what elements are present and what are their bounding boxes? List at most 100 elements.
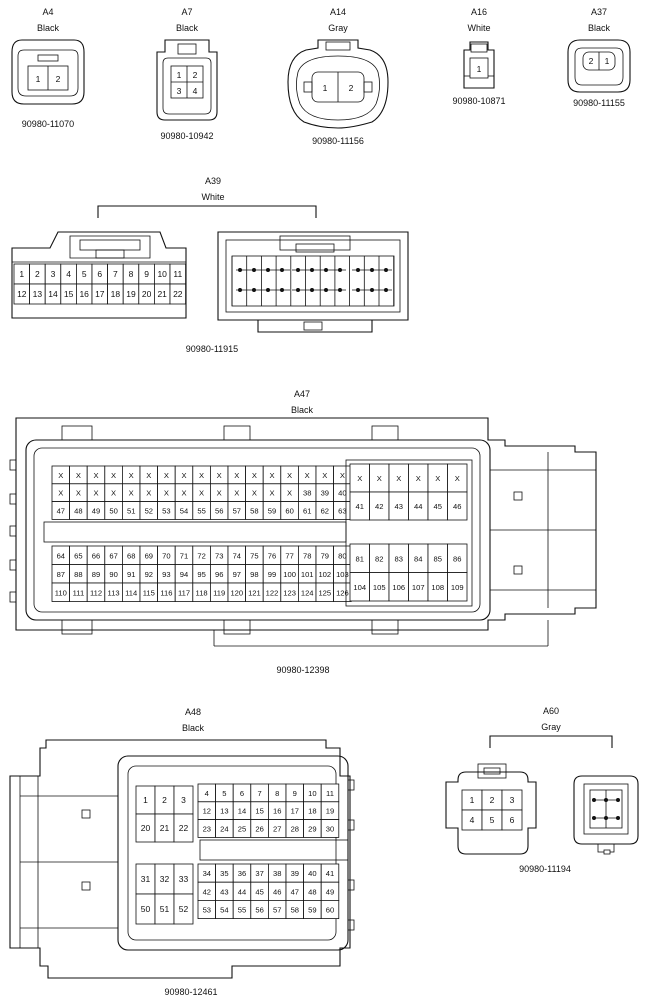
a7-housing	[156, 39, 218, 121]
a4-id: A4	[42, 7, 53, 17]
a39-bracket	[97, 205, 317, 218]
a48-pin-label: 46	[273, 887, 281, 896]
a47-pin-label: 51	[127, 507, 135, 516]
a47-pin-label: 92	[145, 570, 153, 579]
a14-part: 90980-11156	[312, 136, 364, 146]
a7-pin: 4	[193, 86, 198, 96]
a47-pin-label: X	[76, 471, 81, 480]
a48-pin-label: 34	[203, 869, 211, 878]
a48-pin-label: 5	[222, 789, 226, 798]
a39-pin-label: 2	[35, 269, 40, 279]
a60-terminal-grid	[589, 789, 623, 829]
a47-pin-label: 87	[57, 570, 65, 579]
a48-pin-label: 36	[238, 869, 246, 878]
a39-part: 90980-11915	[186, 344, 238, 354]
a47-pin-label: 53	[162, 507, 170, 516]
a39-pin-label: 1	[19, 269, 24, 279]
a39-cell	[169, 283, 187, 305]
a47-pin-label: 105	[373, 583, 386, 592]
a39-pin-label: 13	[33, 289, 43, 299]
a47-pin-label: 52	[145, 507, 153, 516]
a39-id: A39	[205, 176, 221, 186]
a16-latch	[470, 43, 488, 53]
a39-pin-label: 22	[173, 289, 183, 299]
a48-pin-label: 51	[160, 904, 170, 914]
a60-color: Gray	[541, 722, 561, 732]
a48-pin-label: 29	[308, 825, 316, 834]
a47-pin-label: 123	[283, 588, 296, 597]
a39-terminal	[238, 268, 242, 272]
a47-pin-label: X	[269, 471, 274, 480]
a47-pin-label: 56	[215, 507, 223, 516]
a48-pin-label: 19	[326, 807, 334, 816]
a48-pin-label: 27	[273, 825, 281, 834]
a37-id: A37	[591, 7, 607, 17]
a48-cell	[173, 813, 194, 843]
a48-pin-label: 49	[326, 887, 334, 896]
a39-terminal	[338, 288, 342, 292]
a60-right-housing	[573, 775, 639, 845]
connector-a16: A16 White 1 90980-10871	[452, 7, 505, 106]
a47-pin-label: 119	[213, 588, 225, 597]
a47-pin-label: 62	[321, 507, 329, 516]
a48-pin-label: 28	[291, 825, 299, 834]
a14-housing	[287, 39, 389, 129]
a39-pin-label: 10	[157, 269, 167, 279]
a47-outer-housing	[15, 417, 597, 631]
a7-pin: 2	[193, 70, 198, 80]
a47-pin-label: X	[357, 474, 362, 483]
a47-pin-label: X	[93, 489, 98, 498]
a48-pin-label: 37	[255, 869, 263, 878]
a39-terminal	[356, 268, 360, 272]
a4-inner	[17, 49, 79, 97]
a47-pin-label: X	[340, 471, 345, 480]
a48-pin-label: 17	[291, 807, 299, 816]
a48-pin-label: 14	[238, 807, 246, 816]
a47-pin-label: X	[93, 471, 98, 480]
a60-pin-label: 1	[470, 795, 475, 805]
a7-pin: 3	[177, 86, 182, 96]
a47-pin-label: 112	[90, 588, 102, 597]
a60-pin-label: 6	[510, 815, 515, 825]
a48-pin-label: 30	[326, 825, 334, 834]
a7-pin: 1	[177, 70, 182, 80]
a14-color: Gray	[328, 23, 348, 33]
a39-terminal	[384, 268, 388, 272]
a47-pin-label: 88	[74, 570, 82, 579]
a47-pin-label: 103	[336, 570, 349, 579]
a7-inner	[162, 57, 212, 115]
a39-terminal	[280, 268, 284, 272]
a37-part: 90980-11155	[573, 98, 625, 108]
a39-terminal-grid	[231, 256, 395, 306]
a47-pin-label: 125	[318, 588, 331, 597]
a48-pin-label: 53	[203, 906, 211, 915]
a48-pin-label: 2	[162, 795, 167, 805]
a47-pin-label: 43	[395, 502, 403, 511]
a47-pin-label: 114	[125, 588, 137, 597]
a47-pin-label: X	[322, 471, 327, 480]
a48-pin-label: 21	[160, 823, 170, 833]
a47-pin-label: X	[217, 489, 222, 498]
a47-pin-label: 85	[434, 554, 442, 563]
a14-pin: 2	[349, 83, 354, 93]
a47-pin-label: 110	[55, 588, 67, 597]
a48-pin-label: 7	[257, 789, 261, 798]
a47-pin-label: 73	[215, 551, 223, 560]
a47-pin-label: 42	[375, 502, 383, 511]
a47-pin-label: 76	[268, 551, 276, 560]
a39-terminal	[310, 268, 314, 272]
a47-cell	[447, 572, 468, 602]
a4-color: Black	[37, 23, 60, 33]
a39-pin-label: 16	[79, 289, 89, 299]
a39-terminal	[338, 268, 342, 272]
a16-color: White	[467, 23, 490, 33]
a47-pin-label: 86	[453, 554, 461, 563]
a48-pin-label: 20	[141, 823, 151, 833]
a16-id: A16	[471, 7, 487, 17]
a60-latch	[477, 763, 507, 779]
a48-pin-label: 58	[291, 906, 299, 915]
